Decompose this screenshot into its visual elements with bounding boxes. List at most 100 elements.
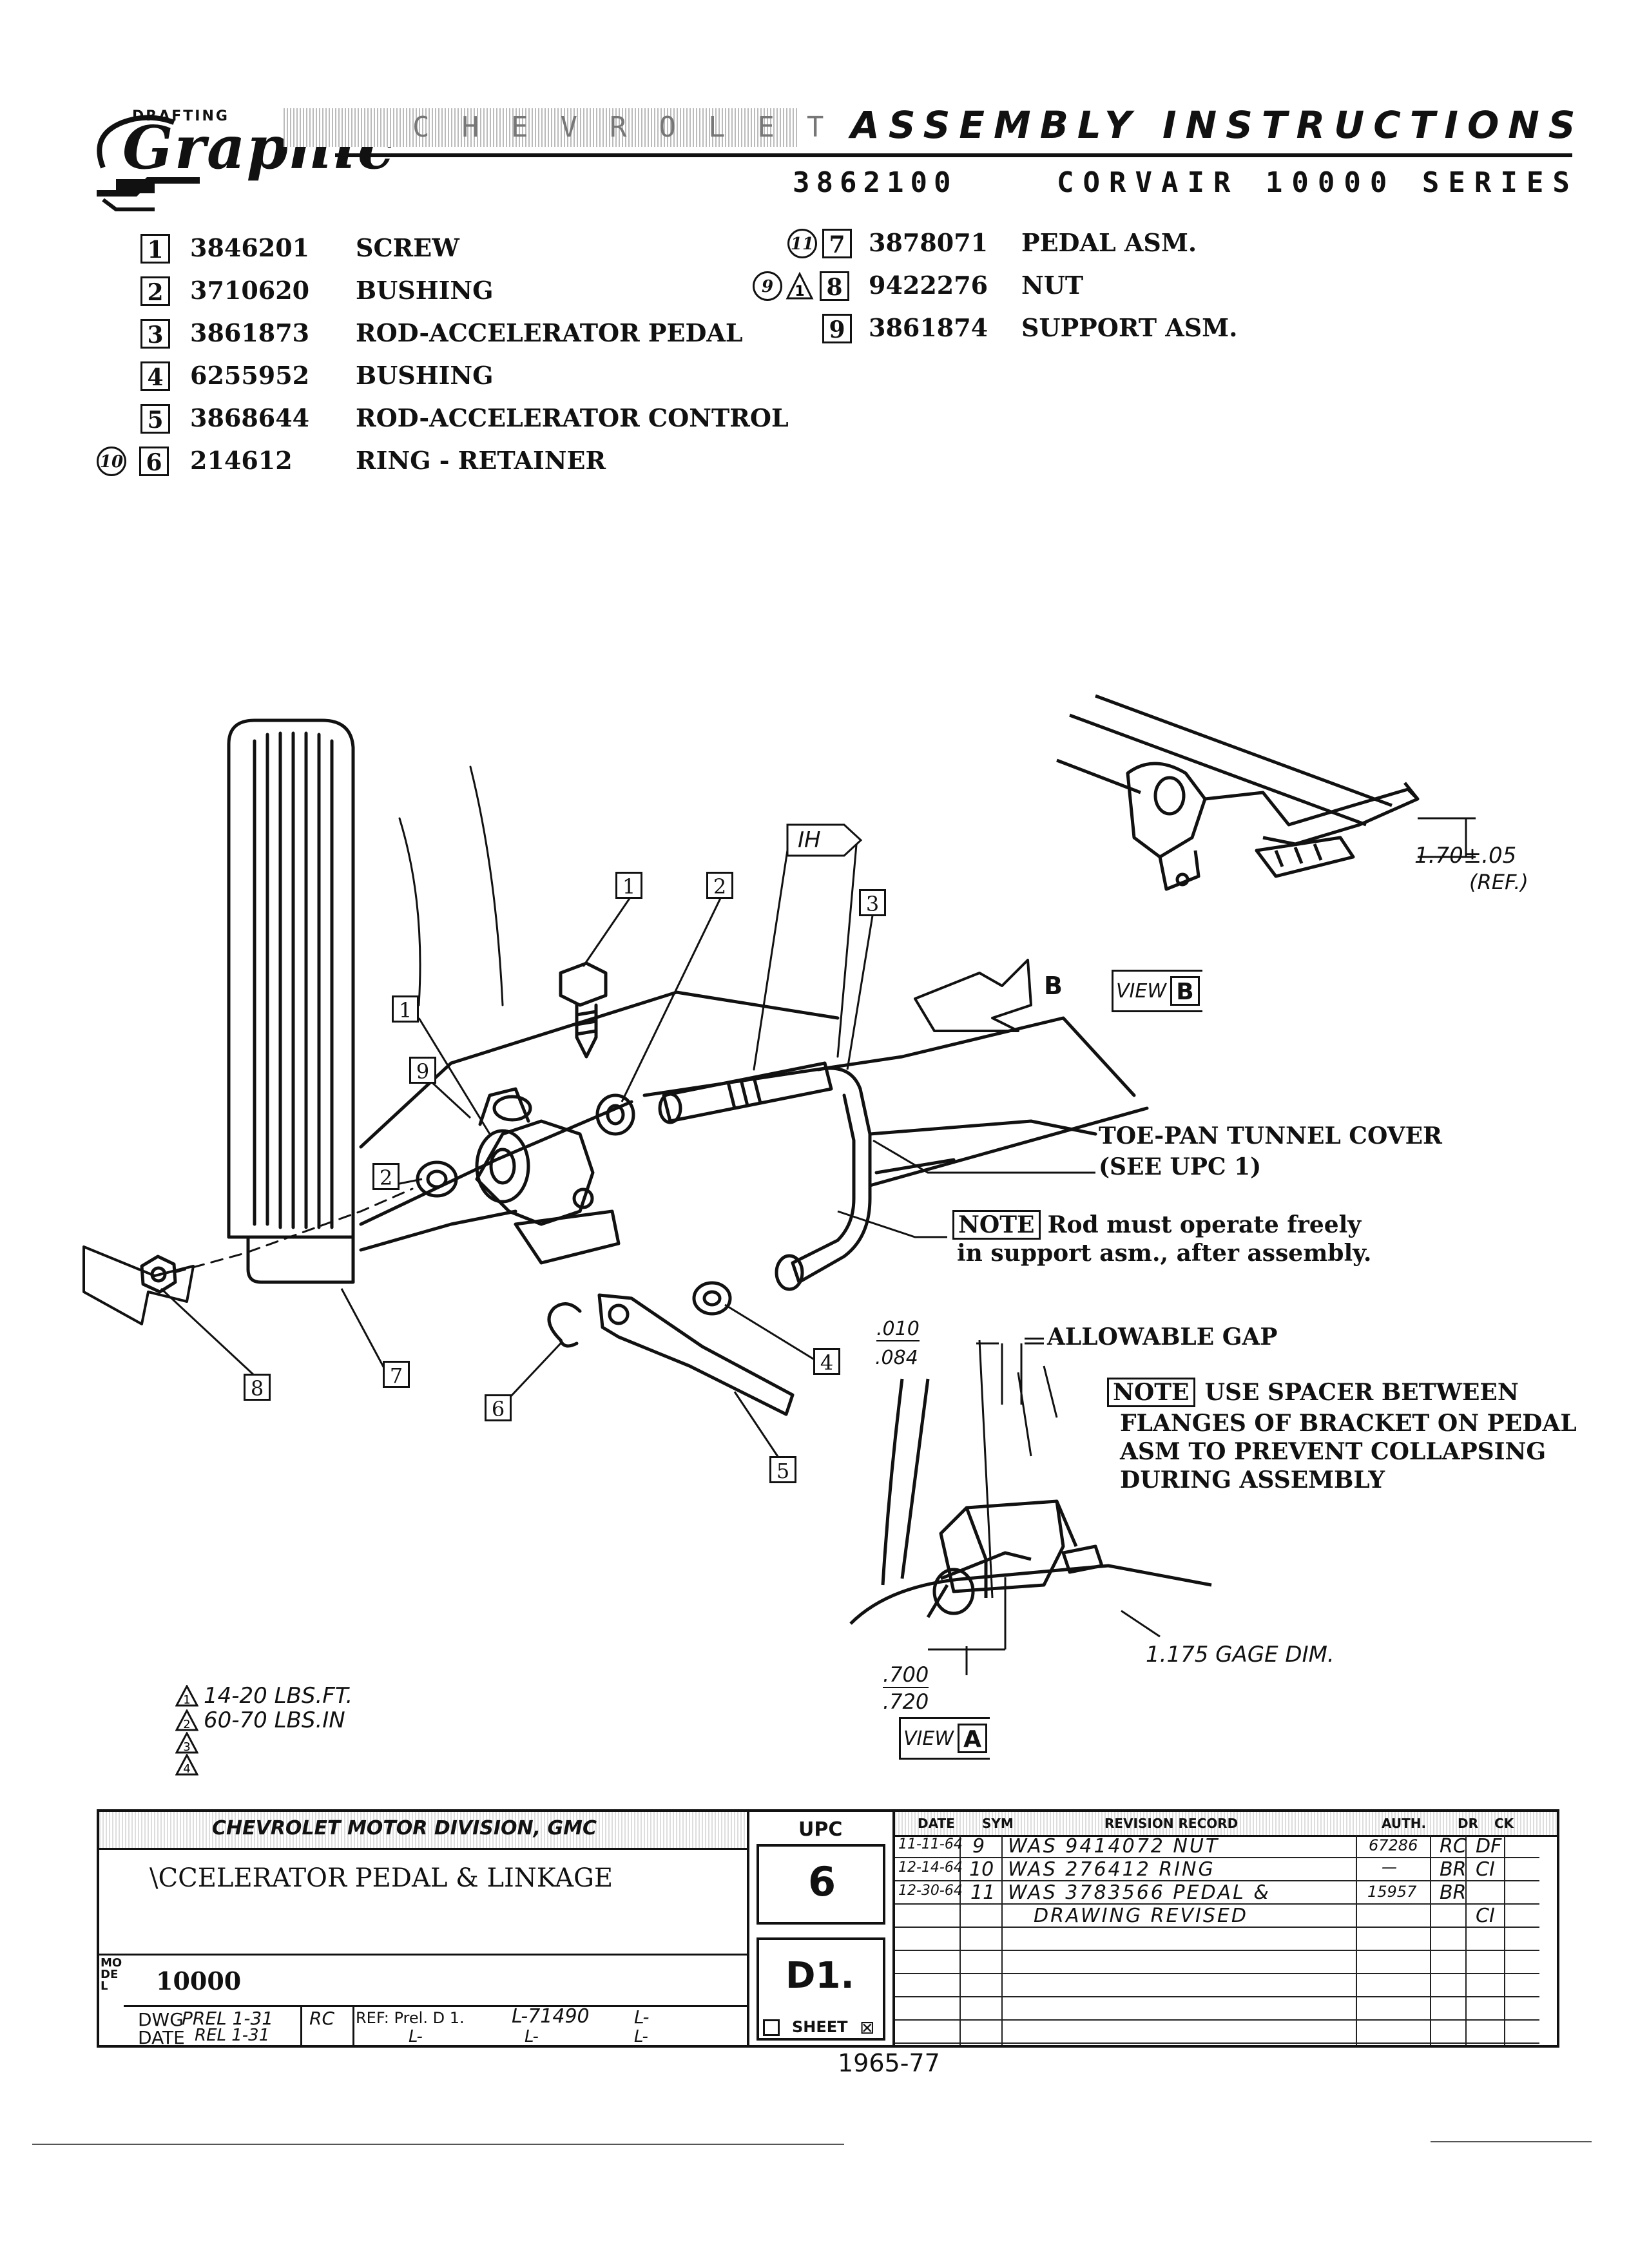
callout-6: 6 — [485, 1394, 512, 1421]
part-row: 11 7 — [787, 226, 852, 262]
rev-auth: 15957 — [1367, 1883, 1417, 1901]
part-number: 3846201 — [190, 233, 310, 262]
rev-date: 11-11-64 — [898, 1836, 963, 1852]
rev-ck: CI — [1476, 1858, 1495, 1881]
part-index-box: 8 — [820, 271, 849, 301]
torque-triangle-icon: 4 — [175, 1753, 199, 1776]
spacer-note: NOTE USE SPACER BETWEEN — [1107, 1378, 1519, 1407]
part-number: 3878071 — [869, 228, 988, 257]
gage-bottom: .720 — [883, 1689, 929, 1714]
parts-list: 1 3846201 SCREW 2 3710620 BUSHING 3 3861… — [0, 219, 1629, 490]
gage-label: 1.175 GAGE DIM. — [1146, 1642, 1335, 1667]
rod-note-line-2: in support asm., after assembly. — [957, 1240, 1372, 1267]
callout-8: 8 — [244, 1374, 271, 1401]
rev-ck: DF — [1476, 1835, 1502, 1858]
part-name: ROD-ACCELERATOR CONTROL — [356, 403, 789, 432]
gap-bottom: .084 — [875, 1347, 918, 1369]
accelerator-pedal — [227, 718, 355, 1284]
note-tag: NOTE — [1107, 1378, 1195, 1407]
view-b-dim: 1.70±.05 — [1414, 843, 1517, 869]
part-number: 9422276 — [869, 271, 988, 300]
rev-h-record: REVISION RECORD — [1104, 1816, 1239, 1831]
note-tag: NOTE — [952, 1210, 1041, 1240]
pedal-rod — [658, 1061, 872, 1291]
spacer-note-line-2: FLANGES OF BRACKET ON PEDAL — [1120, 1410, 1577, 1437]
svg-text:2: 2 — [183, 1718, 190, 1731]
callout-5: 5 — [769, 1456, 796, 1483]
svg-text:3: 3 — [183, 1740, 190, 1754]
part-number: 3861874 — [869, 313, 988, 342]
svg-text:1: 1 — [795, 284, 804, 300]
view-a-tag: VIEW A — [899, 1717, 990, 1760]
part-index-box: 2 — [140, 276, 170, 306]
ref-la: L- — [634, 2006, 650, 2028]
control-rod — [597, 1293, 795, 1416]
rev-record: DRAWING REVISED — [1034, 1905, 1248, 1927]
series-name: CORVAIR 10000 SERIES — [1057, 166, 1579, 199]
view-b-ref: (REF.) — [1469, 870, 1528, 894]
part-number: 214612 — [190, 446, 293, 475]
torque-triangle-icon: 1 — [175, 1685, 198, 1707]
callout-1: 1 — [615, 872, 642, 899]
revision-ref-circle: 11 — [787, 229, 817, 258]
part-index-box: 7 — [822, 229, 852, 258]
upc-label: UPC — [798, 1818, 843, 1841]
title-block: CHEVROLET MOTOR DIVISION, GMC \CCELERATO… — [97, 1809, 1559, 2048]
exploded-assembly-drawing — [82, 694, 1476, 1675]
view-b-detail — [1056, 694, 1420, 891]
sheet-code: D1. — [786, 1955, 854, 1997]
part-row: 4 — [140, 358, 170, 394]
part-row: 10 6 — [97, 443, 169, 479]
part-index-box: 3 — [140, 319, 170, 349]
rev-date: 12-30-64 — [898, 1883, 963, 1899]
torque-row: 3 — [175, 1731, 199, 1756]
upc-box — [757, 1844, 885, 1925]
view-b-word: VIEW — [1116, 979, 1166, 1003]
view-b-tag: VIEW B — [1112, 970, 1202, 1012]
part-index-box: 5 — [140, 404, 170, 434]
screw — [559, 961, 608, 1059]
bottom-rule-right — [1431, 2141, 1592, 2142]
part-index-box: 1 — [140, 234, 170, 264]
division-name: CHEVROLET MOTOR DIVISION, GMC — [212, 1817, 597, 1840]
part-row: 5 — [140, 401, 170, 437]
gap-label: ALLOWABLE GAP — [1047, 1323, 1278, 1350]
arrow-b-label: B — [1044, 972, 1063, 1000]
torque-spec-1: 14-20 LBS.FT. — [204, 1683, 353, 1709]
rev-sym: 11 — [970, 1881, 996, 1904]
part-name: SCREW — [356, 233, 459, 262]
part-name: SUPPORT ASM. — [1021, 313, 1238, 342]
callout-3: 3 — [859, 889, 886, 916]
part-row: 2 — [140, 273, 170, 309]
upc-value: 6 — [808, 1858, 836, 1905]
part-index-box: 9 — [822, 314, 852, 343]
initials: RC — [309, 2008, 335, 2029]
banner-text: CHEVROLET — [412, 111, 856, 144]
date-rel: REL 1-31 — [195, 2026, 270, 2045]
date-label: DATE — [138, 2027, 185, 2048]
title-divider — [99, 1954, 747, 1956]
header: DRAFTING Graphic CHEVROLET ASSEMBLY INST… — [0, 0, 1629, 213]
revision-ref-circle: 9 — [753, 271, 782, 301]
rev-dr: BR — [1440, 1858, 1467, 1881]
page-code: 1965-77 — [838, 2049, 940, 2077]
torque-triangle-icon: 1 — [786, 271, 814, 300]
torque-row: 2 60-70 LBS.IN — [175, 1707, 345, 1733]
model-label: MODEL — [101, 1956, 122, 1993]
rev-dr: BR — [1440, 1881, 1467, 1904]
callout-2b: 2 — [372, 1163, 400, 1190]
spacer-note-line-3: ASM TO PREVENT COLLAPSING — [1120, 1438, 1547, 1465]
rev-sym: 9 — [972, 1835, 985, 1858]
initials-cell — [300, 2005, 354, 2045]
rev-grid — [895, 1835, 1539, 2045]
rev-record: WAS 276412 RING — [1008, 1858, 1215, 1881]
part-row: 9 — [822, 311, 852, 347]
bottom-rule-left — [32, 2144, 844, 2145]
rev-ck: CI — [1476, 1905, 1495, 1927]
model-divider — [124, 2005, 747, 2007]
ref-ld: L- — [634, 2027, 648, 2046]
torque-row: 1 14-20 LBS.FT. — [175, 1683, 352, 1709]
part-name: PEDAL ASM. — [1021, 228, 1197, 257]
part-name: NUT — [1021, 271, 1084, 300]
dwg-prel: PREL 1-31 — [182, 2008, 274, 2029]
